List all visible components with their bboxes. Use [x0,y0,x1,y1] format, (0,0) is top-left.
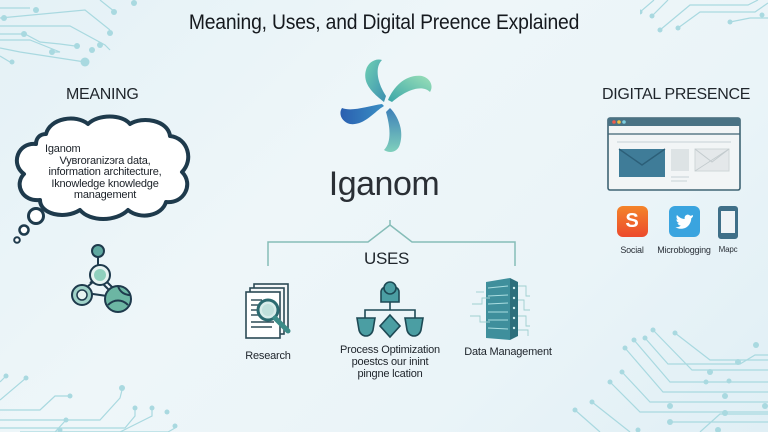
meaning-bubble-text: Iganom Vyвroranizэra data, information a… [30,143,180,202]
use-label-line: poestcs our inint [351,356,429,368]
dp-item-maps[interactable]: Mapc [712,206,744,254]
page-title: Meaning, Uses, and Digital Preence Expla… [188,11,580,34]
circuit-decoration-bottom-left [0,373,178,432]
dp-label-microblogging: Microblogging [657,245,711,255]
smartphone-icon [718,206,738,239]
use-item-research: Research [236,280,312,362]
dp-item-microblogging[interactable]: Microblogging [654,206,714,255]
meaning-heading: MEANING [66,86,139,103]
meaning-line: information architecture, [48,166,162,178]
uses-heading: USES [364,249,410,268]
brand-name: Iganom [328,165,440,203]
dp-label-maps: Mapc [718,245,738,254]
social-s-icon: S [616,206,648,237]
process-flow-icon [356,281,424,339]
uses-connector-lines [267,220,516,266]
use-item-data-management: Data Management [460,276,560,358]
use-label-process-optimization: Process Optimization poestcs our inint p… [334,344,446,380]
circuit-decoration-bottom-right [572,327,768,432]
pinwheel-logo-icon [340,59,432,152]
meaning-line: Iknowledge knowledge [51,177,159,190]
digital-presence-heading: DIGITAL PRESENCE [602,86,751,103]
meaning-line: Vyвroranizэra data, [59,154,151,167]
use-item-process-optimization: Process Optimization poestcs our inint p… [334,280,446,380]
use-label-line: Process Optimization [340,344,440,356]
thought-bubble [13,114,191,244]
use-label-data-management: Data Management [464,346,552,358]
browser-window-icon [607,117,741,191]
meaning-line: management [73,189,137,201]
use-label-line: pingne lcation [357,368,423,380]
dp-label-social: Social [620,245,644,255]
network-molecule-icon [71,244,132,313]
server-rack-icon [470,278,530,340]
meaning-line: Iganom [45,143,81,155]
document-magnifier-icon [245,283,291,339]
dp-item-social[interactable]: S Social [612,206,652,255]
use-label-research: Research [245,350,291,362]
bird-icon [668,206,700,237]
